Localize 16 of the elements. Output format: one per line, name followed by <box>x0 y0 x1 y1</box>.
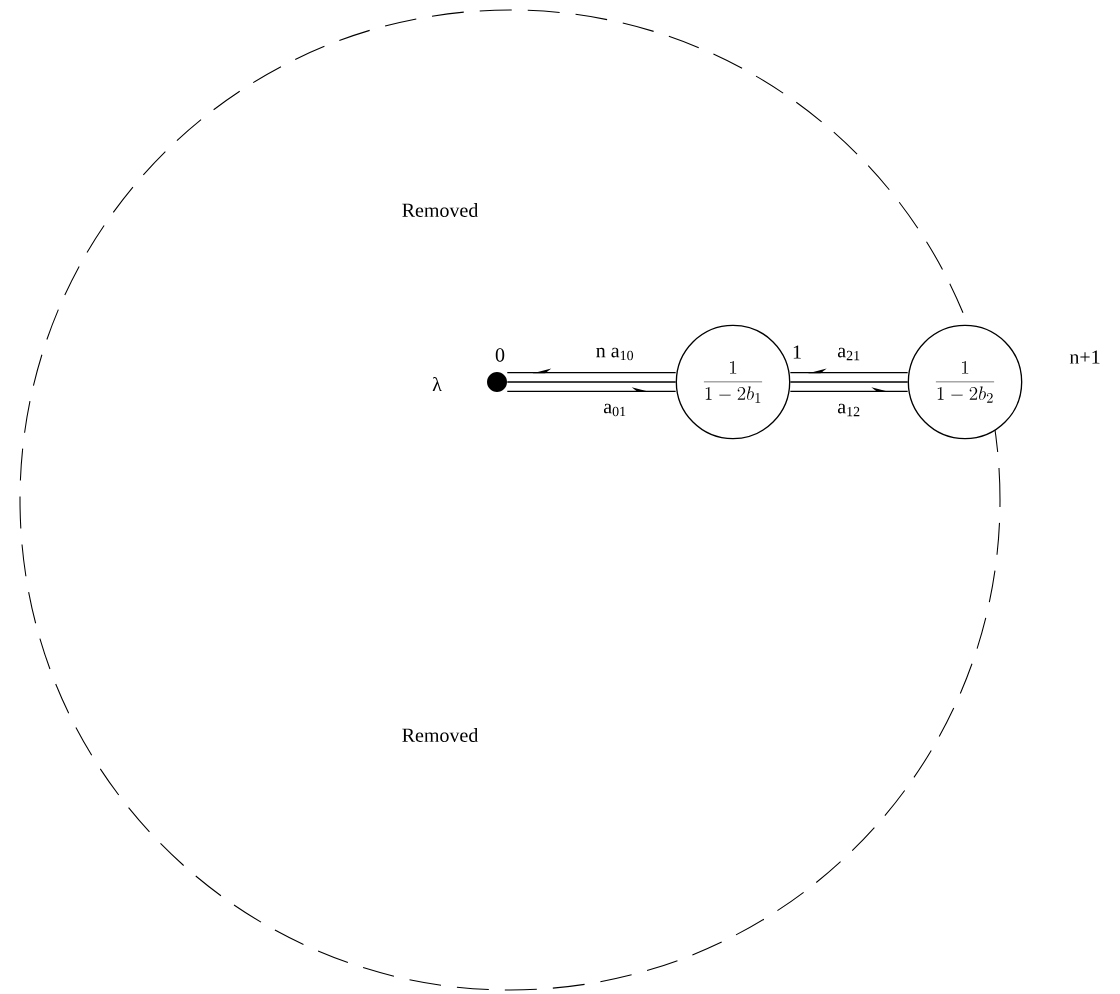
state-label: n+1 <box>1069 350 1100 364</box>
connector-line <box>506 381 677 383</box>
edge-label: a$_{12}$ <box>837 403 860 417</box>
arrow <box>506 387 677 392</box>
state-label: λ <box>432 376 442 392</box>
state-label: 0 <box>495 348 505 362</box>
edge-label: a$_{21}$ <box>837 347 860 361</box>
connector-line <box>789 381 909 383</box>
state-label: 1 <box>793 345 801 359</box>
edge-label: n a$_{10}$ <box>596 347 634 361</box>
arrow <box>506 368 677 374</box>
region-label: Removed <box>402 727 479 742</box>
region-label: Removed <box>402 202 479 217</box>
arrow <box>789 368 909 374</box>
edge-label: a$_{01}$ <box>603 403 626 417</box>
arrow <box>789 387 909 392</box>
